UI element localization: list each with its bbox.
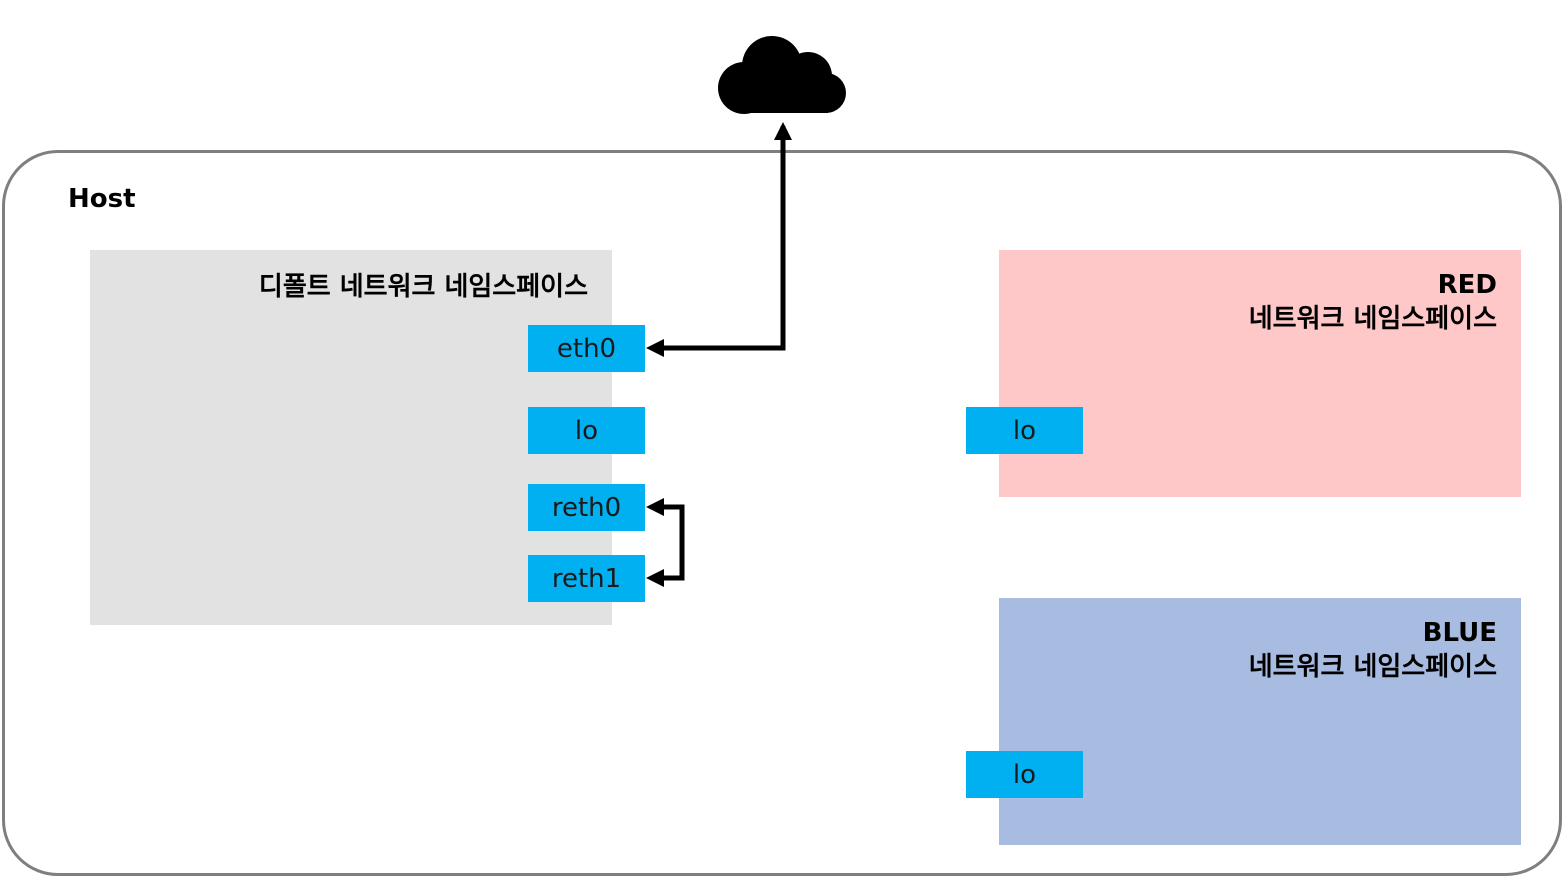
cloud-icon: [718, 36, 846, 114]
blue-namespace-name: BLUE: [1422, 618, 1497, 648]
blue-namespace: BLUE 네트워크 네임스페이스: [999, 598, 1521, 845]
red-namespace-name: RED: [1437, 270, 1497, 300]
blue-namespace-subtitle: 네트워크 네임스페이스: [1248, 652, 1497, 682]
default-namespace-title: 디폴트 네트워크 네임스페이스: [258, 272, 588, 302]
interface-reth0: reth0: [528, 484, 645, 531]
host-label: Host: [68, 184, 136, 214]
interface-lo-blue: lo: [966, 751, 1083, 798]
red-namespace-subtitle: 네트워크 네임스페이스: [1248, 304, 1497, 334]
red-namespace: RED 네트워크 네임스페이스: [999, 250, 1521, 497]
interface-reth1: reth1: [528, 555, 645, 602]
blue-namespace-title: BLUE 네트워크 네임스페이스: [1249, 616, 1497, 684]
default-namespace: 디폴트 네트워크 네임스페이스: [90, 250, 612, 625]
interface-eth0: eth0: [528, 325, 645, 372]
interface-lo-default: lo: [528, 407, 645, 454]
red-namespace-title: RED 네트워크 네임스페이스: [1249, 268, 1497, 336]
interface-lo-red: lo: [966, 407, 1083, 454]
